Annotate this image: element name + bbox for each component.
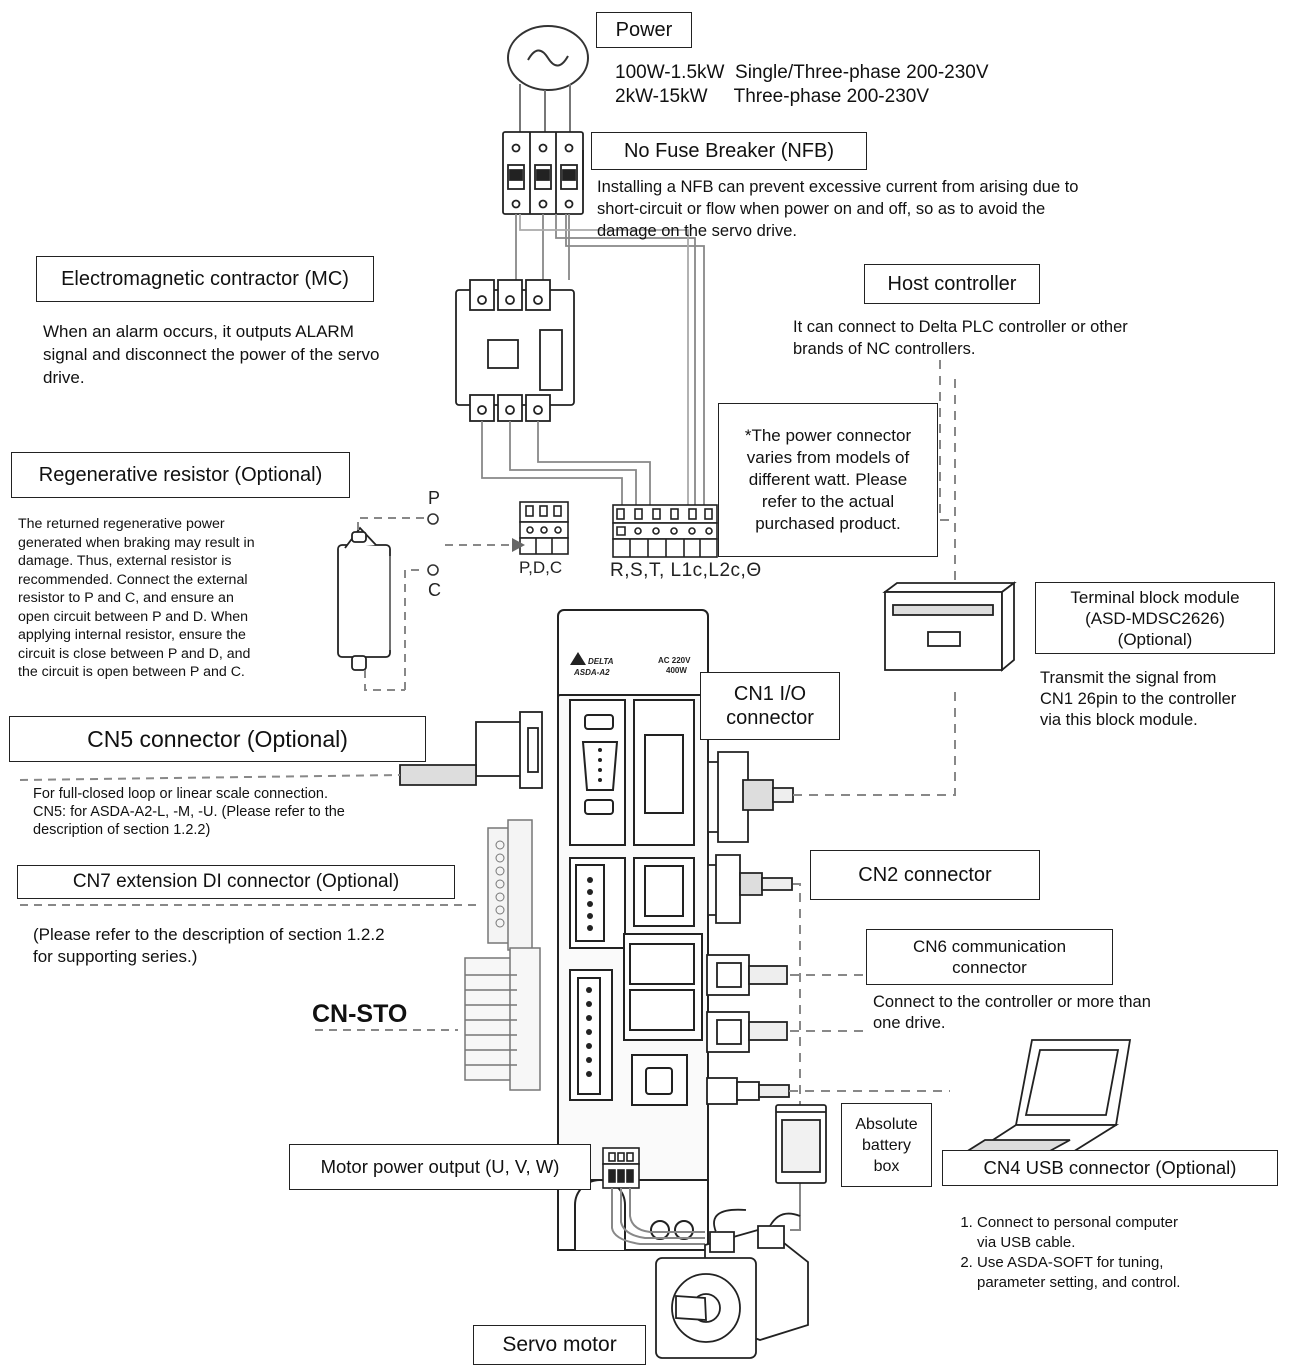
drive-rating-2: 400W — [666, 666, 687, 675]
cn-sto-connector-icon — [465, 948, 540, 1090]
drive-brand: DELTA — [588, 657, 613, 666]
cn6-description: Connect to the controller or more than o… — [873, 992, 1151, 1034]
cn1-label: CN1 I/O connector — [700, 672, 840, 740]
power-spec-1: 100W-1.5kW Single/Three-phase 200-230V — [615, 62, 989, 84]
regen-terminals — [428, 514, 438, 575]
battery-box-icon — [776, 1105, 826, 1183]
cn4-instruction-1: Connect to personal computer via USB cab… — [977, 1213, 1180, 1253]
cn2-connector-icon — [708, 855, 792, 923]
cn7-description: (Please refer to the description of sect… — [33, 924, 385, 968]
nfb-description: Installing a NFB can prevent excessive c… — [597, 176, 1078, 242]
regen-terminal-c: C — [428, 580, 441, 601]
drive-model: ASDA-A2 — [574, 668, 610, 677]
cn7-label: CN7 extension DI connector (Optional) — [17, 865, 455, 899]
cn-sto-label: CN-STO — [312, 1000, 407, 1029]
host-controller-label: Host controller — [864, 264, 1040, 304]
regen-description: The returned regenerative power generate… — [18, 515, 255, 682]
source-wires — [520, 84, 570, 135]
cn6-connector-2-icon — [707, 1012, 787, 1052]
power-connector-note-text: *The power connector varies from models … — [745, 425, 911, 535]
motor-output-connector-icon — [603, 1148, 639, 1188]
cn2-label: CN2 connector — [810, 850, 1040, 900]
drive-rating-1: AC 220V — [658, 656, 690, 665]
cn5-label: CN5 connector (Optional) — [9, 716, 426, 762]
cn4-instruction-2: Use ASDA-SOFT for tuning, parameter sett… — [977, 1253, 1180, 1293]
cn7-connector-icon — [488, 820, 532, 950]
cn4-instructions: Connect to personal computer via USB cab… — [955, 1213, 1180, 1293]
power-spec-2: 2kW-15kW Three-phase 200-230V — [615, 86, 929, 108]
mc-description: When an alarm occurs, it outputs ALARM s… — [43, 320, 379, 389]
cn5-description: For full-closed loop or linear scale con… — [33, 785, 345, 839]
rst-connector-icon — [613, 505, 717, 557]
regen-resistor-icon — [338, 528, 390, 670]
mc-to-drive-wires — [482, 421, 650, 512]
battery-label-text: Absolute battery box — [855, 1114, 917, 1177]
laptop-icon — [962, 1040, 1130, 1160]
terminal-block-icon — [885, 583, 1014, 670]
cn6-label: CN6 communication connector — [866, 929, 1113, 985]
cn1-connector-icon — [708, 752, 793, 842]
cn4-usb-connector-icon — [707, 1078, 789, 1104]
terminal-block-label-text: Terminal block module (ASD-MDSC2626) (Op… — [1070, 587, 1239, 650]
battery-label: Absolute battery box — [841, 1103, 932, 1187]
terminal-block-description: Transmit the signal from CN1 26pin to th… — [1040, 668, 1236, 731]
cn4-label: CN4 USB connector (Optional) — [942, 1150, 1278, 1186]
pdc-connector-icon — [520, 502, 568, 554]
terminal-block-label: Terminal block module (ASD-MDSC2626) (Op… — [1035, 582, 1275, 654]
pdc-label: P,D,C — [519, 558, 562, 578]
contactor-icon — [456, 280, 574, 421]
mc-label: Electromagnetic contractor (MC) — [36, 256, 374, 302]
cn6-connector-1-icon — [707, 955, 787, 995]
servo-motor-label: Servo motor — [473, 1325, 646, 1365]
regen-label: Regenerative resistor (Optional) — [11, 452, 350, 498]
rst-label: R,S,T, L1c,L2c,Θ — [610, 560, 762, 582]
cn6-label-text: CN6 communication connector — [913, 936, 1066, 978]
cn5-leader-line — [20, 775, 400, 780]
cn1-label-text: CN1 I/O connector — [726, 682, 814, 730]
ac-source-icon — [508, 26, 588, 90]
host-controller-description: It can connect to Delta PLC controller o… — [793, 316, 1128, 360]
power-connector-note: *The power connector varies from models … — [718, 403, 938, 557]
power-label: Power — [596, 12, 692, 48]
motor-output-label: Motor power output (U, V, W) — [289, 1144, 591, 1190]
breaker-icon — [503, 132, 583, 214]
nfb-label: No Fuse Breaker (NFB) — [591, 132, 867, 170]
regen-terminal-p: P — [428, 488, 440, 509]
